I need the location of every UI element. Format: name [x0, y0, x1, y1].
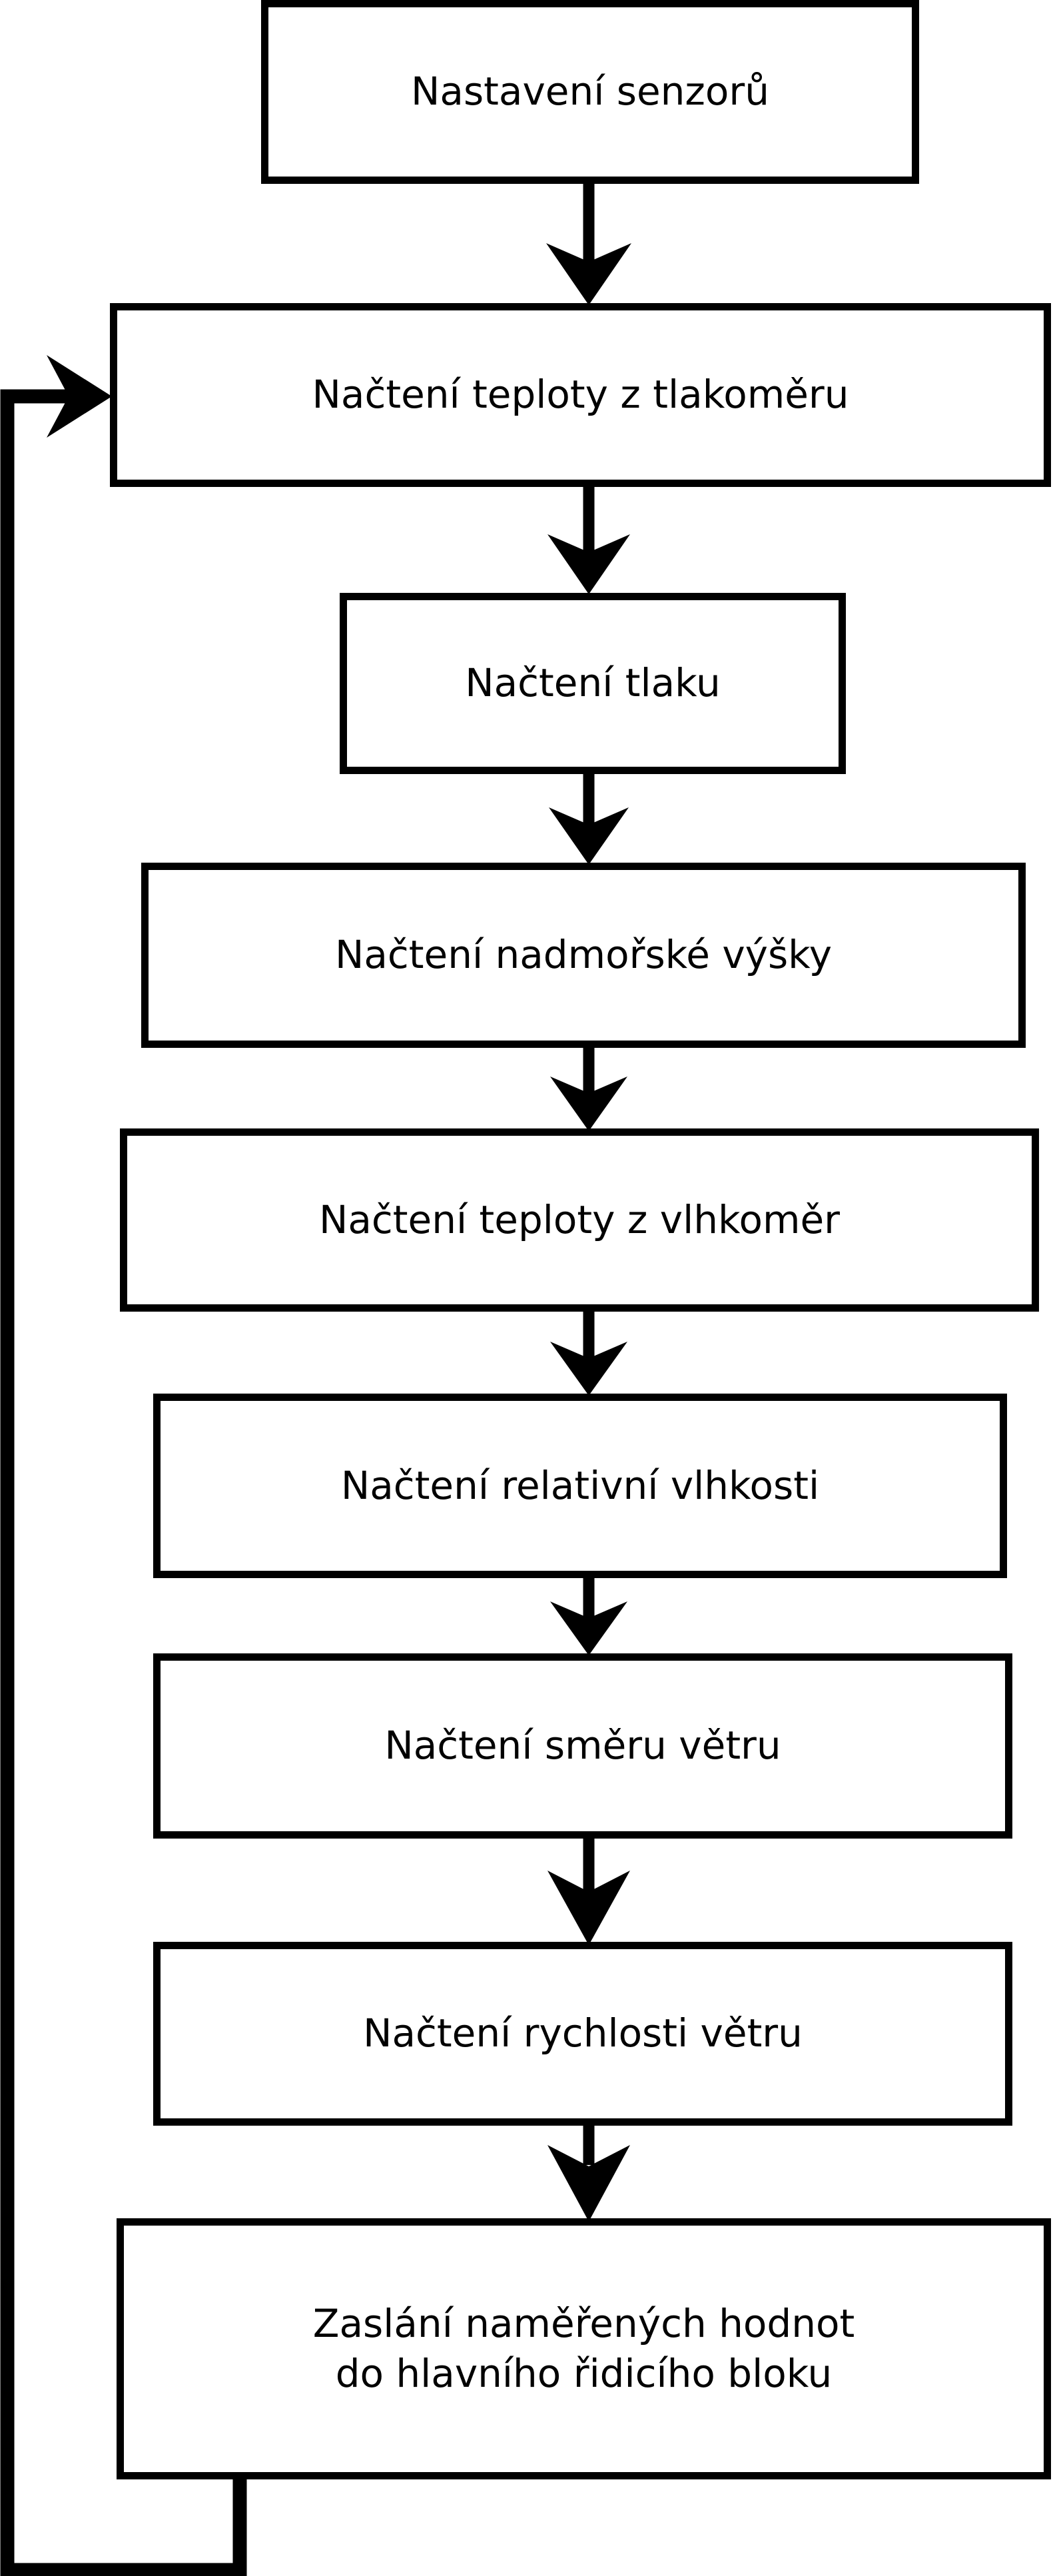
node-teplota-vlhkomer[interactable]: Načtení teploty z vlhkoměr: [120, 1128, 1039, 1312]
node-nastaveni-senzoru[interactable]: Nastavení senzorů: [261, 0, 919, 184]
node-relativni-vlhkost[interactable]: Načtení relativní vlhkosti: [153, 1394, 1007, 1578]
node-nadmorska-vyska[interactable]: Načtení nadmořské výšky: [141, 863, 1026, 1048]
edge-teplota-tlakomer-to-tlak: [547, 487, 630, 594]
node-label: Načtení nadmořské výšky: [334, 932, 833, 978]
node-smer-vetru[interactable]: Načtení směru větru: [153, 1653, 1012, 1839]
node-label: Načtení rychlosti větru: [363, 2010, 803, 2056]
node-label: Načtení teploty z tlakoměru: [312, 372, 849, 418]
node-label: Načtení tlaku: [465, 660, 721, 706]
edge-smer-vetru-to-rychlost-vetru: [547, 1839, 630, 1945]
node-label: Načtení teploty z vlhkoměr: [318, 1196, 840, 1242]
node-label: Nastavení senzorů: [411, 69, 769, 115]
node-rychlost-vetru[interactable]: Načtení rychlosti větru: [153, 1942, 1012, 2126]
node-teplota-tlakomer[interactable]: Načtení teploty z tlakoměru: [110, 303, 1051, 487]
edge-tlak-to-nadmorska-vyska: [549, 774, 629, 865]
edge-rychlost-vetru-to-zaslani-hodnot: [547, 2126, 630, 2222]
node-tlak[interactable]: Načtení tlaku: [340, 593, 846, 774]
edge-relativni-vlhkost-to-smer-vetru: [550, 1578, 627, 1655]
node-zaslani-hodnot[interactable]: Zaslání naměřených hodnot do hlavního ři…: [117, 2218, 1051, 2479]
node-label: Načtení směru větru: [384, 1723, 781, 1769]
node-label: Zaslání naměřených hodnot do hlavního ři…: [312, 2300, 855, 2396]
node-label: Načtení relativní vlhkosti: [340, 1462, 820, 1508]
edge-nastaveni-to-teplota-tlakomer: [546, 184, 631, 305]
edge-teplota-vlhkomer-to-relativni-vlhkost: [550, 1312, 627, 1396]
edge-nadmorska-vyska-to-teplota-vlhkomer: [550, 1048, 627, 1131]
